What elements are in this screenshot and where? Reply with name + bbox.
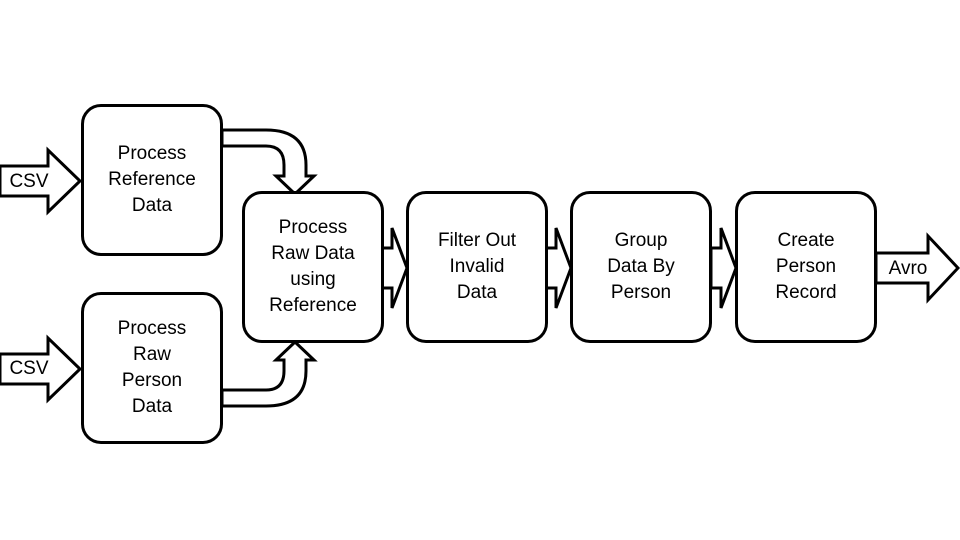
csv-person-input-label: CSV	[9, 358, 49, 379]
group-data-by-person-label: Group Data By Person	[607, 230, 675, 303]
filter-to-group-arrow	[544, 227, 573, 309]
csv-reference-input-arrow	[0, 146, 83, 216]
group-data-by-person-box: Group Data By Person	[570, 191, 712, 343]
csv-reference-input-label: CSV	[9, 171, 49, 192]
process-raw-data-using-reference-box: Process Raw Data using Reference	[242, 191, 384, 343]
group-to-create-arrow	[709, 227, 738, 309]
avro-output-arrow	[874, 232, 960, 304]
process-raw-data-using-reference-label: Process Raw Data using Reference	[269, 217, 357, 316]
person-to-join-arrow	[220, 339, 318, 408]
create-person-record-box: Create Person Record	[735, 191, 877, 343]
filter-out-invalid-data-label: Filter Out Invalid Data	[437, 230, 517, 303]
process-reference-data-box: Process Reference Data	[81, 104, 223, 256]
process-raw-person-data-box: Process Raw Person Data	[81, 292, 223, 444]
create-person-record-label: Create Person Record	[775, 230, 837, 303]
filter-out-invalid-data-box: Filter Out Invalid Data	[406, 191, 548, 343]
join-to-filter-arrow	[380, 227, 409, 309]
process-reference-data-label: Process Reference Data	[108, 143, 196, 216]
avro-output-label: Avro	[888, 258, 928, 279]
reference-to-join-arrow	[220, 128, 318, 197]
csv-person-input-arrow	[0, 334, 83, 404]
process-raw-person-data-label: Process Raw Person Data	[117, 318, 187, 417]
